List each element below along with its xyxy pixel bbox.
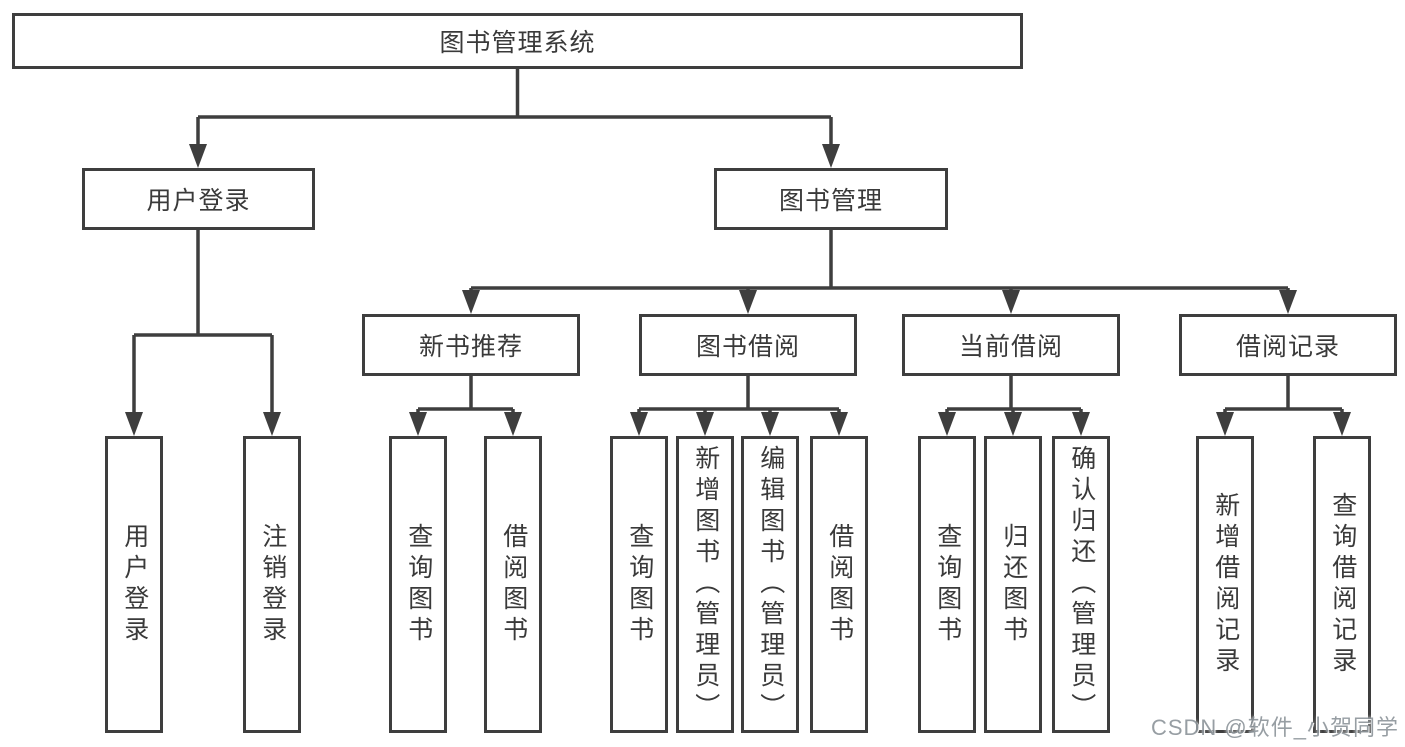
leaf-confirm-return-admin: 确认归还（管理员） xyxy=(1052,436,1110,733)
node-label: 图书管理 xyxy=(778,187,883,215)
node-label: 查询借阅记录 xyxy=(1328,491,1357,678)
node-label: 当前借阅 xyxy=(958,333,1063,361)
leaf-borrow-books: 借阅图书 xyxy=(810,436,868,733)
leaf-query-books: 查询图书 xyxy=(389,436,447,733)
node-current-borrowing: 当前借阅 xyxy=(902,314,1120,376)
node-label: 查询图书 xyxy=(404,522,433,647)
node-label: 查询图书 xyxy=(625,522,654,647)
node-user-login: 用户登录 xyxy=(82,168,315,230)
node-label: 图书管理系统 xyxy=(439,29,596,57)
node-label: 用户登录 xyxy=(120,522,149,647)
node-label: 借阅图书 xyxy=(825,522,854,647)
leaf-add-book-admin: 新增图书（管理员） xyxy=(676,436,734,733)
leaf-user-login: 用户登录 xyxy=(105,436,163,733)
node-label: 查询图书 xyxy=(933,522,962,647)
leaf-edit-book-admin: 编辑图书（管理员） xyxy=(741,436,799,733)
leaf-query-borrow-record: 查询借阅记录 xyxy=(1313,436,1371,733)
node-new-book-recommendation: 新书推荐 xyxy=(362,314,580,376)
node-label: 注销登录 xyxy=(258,522,287,647)
leaf-add-borrow-record: 新增借阅记录 xyxy=(1196,436,1254,733)
connector-root-to-level2 xyxy=(189,69,840,168)
node-label: 新增图书（管理员） xyxy=(691,445,720,724)
leaf-logout: 注销登录 xyxy=(243,436,301,733)
connector-current-borrowing-group xyxy=(938,376,1090,436)
leaf-borrow-books: 借阅图书 xyxy=(484,436,542,733)
node-borrow-records: 借阅记录 xyxy=(1179,314,1397,376)
node-label: 新增借阅记录 xyxy=(1211,491,1240,678)
leaf-query-books: 查询图书 xyxy=(918,436,976,733)
node-label: 用户登录 xyxy=(146,187,251,215)
node-book-borrowing: 图书借阅 xyxy=(639,314,857,376)
leaf-return-books: 归还图书 xyxy=(984,436,1042,733)
csdn-watermark: CSDN @软件_小贺同学 xyxy=(1150,715,1399,740)
connector-book-management-to-level3 xyxy=(462,230,1297,314)
node-label: 借阅记录 xyxy=(1235,333,1340,361)
node-label: 新书推荐 xyxy=(418,333,523,361)
node-book-management: 图书管理 xyxy=(714,168,948,230)
node-label: 图书借阅 xyxy=(695,333,800,361)
connector-book-borrowing-group xyxy=(630,376,848,436)
leaf-query-books: 查询图书 xyxy=(610,436,668,733)
connector-new-book-group xyxy=(409,376,522,436)
node-label: 借阅图书 xyxy=(499,522,528,647)
connector-user-login-group xyxy=(125,230,281,436)
node-label: 确认归还（管理员） xyxy=(1067,445,1096,724)
connector-borrow-records-group xyxy=(1216,376,1351,436)
node-system-root: 图书管理系统 xyxy=(12,13,1023,69)
node-label: 归还图书 xyxy=(999,522,1028,647)
node-label: 编辑图书（管理员） xyxy=(756,445,785,724)
